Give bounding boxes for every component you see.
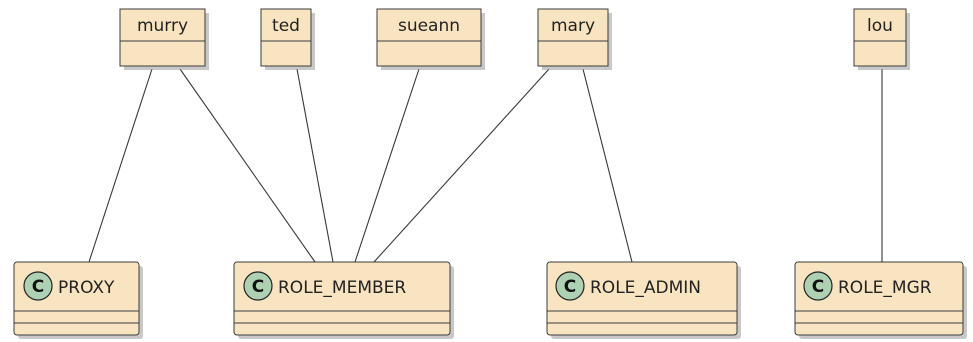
object-ted-label: ted <box>272 16 300 36</box>
class-role-mgr[interactable]: C ROLE_MGR <box>794 261 967 339</box>
object-murry-label: murry <box>137 16 188 36</box>
link-mary-role-member <box>373 68 550 263</box>
class-role-member[interactable]: C ROLE_MEMBER <box>233 261 454 339</box>
class-role-admin-label: ROLE_ADMIN <box>590 278 701 298</box>
object-ted[interactable]: ted <box>260 8 315 70</box>
class-role-member-stereotype: C <box>252 277 264 297</box>
link-murry-proxy <box>88 68 153 263</box>
edges <box>88 68 883 263</box>
class-role-admin-badge-icon <box>555 271 585 301</box>
class-proxy[interactable]: C PROXY <box>13 261 143 339</box>
class-proxy-stereotype: C <box>32 277 44 297</box>
link-sueann-role-member <box>354 68 420 263</box>
link-murry-role-member <box>179 68 316 263</box>
class-proxy-badge-icon <box>23 271 53 301</box>
link-mary-role-admin <box>582 68 633 263</box>
class-role-mgr-label: ROLE_MGR <box>838 278 932 298</box>
class-role-mgr-badge-icon <box>803 271 833 301</box>
link-ted-role-member <box>296 68 334 263</box>
object-mary[interactable]: mary <box>537 8 612 70</box>
object-murry[interactable]: murry <box>119 8 209 70</box>
class-role-admin[interactable]: C ROLE_ADMIN <box>546 261 741 339</box>
object-lou[interactable]: lou <box>853 8 910 70</box>
class-proxy-label: PROXY <box>58 278 115 298</box>
class-role-member-badge-icon <box>243 271 273 301</box>
object-mary-label: mary <box>551 16 595 36</box>
object-sueann[interactable]: sueann <box>376 8 485 70</box>
object-lou-label: lou <box>867 16 893 36</box>
object-sueann-label: sueann <box>398 16 460 36</box>
class-role-admin-stereotype: C <box>564 277 576 297</box>
class-role-member-label: ROLE_MEMBER <box>278 278 406 298</box>
class-role-mgr-stereotype: C <box>812 277 824 297</box>
